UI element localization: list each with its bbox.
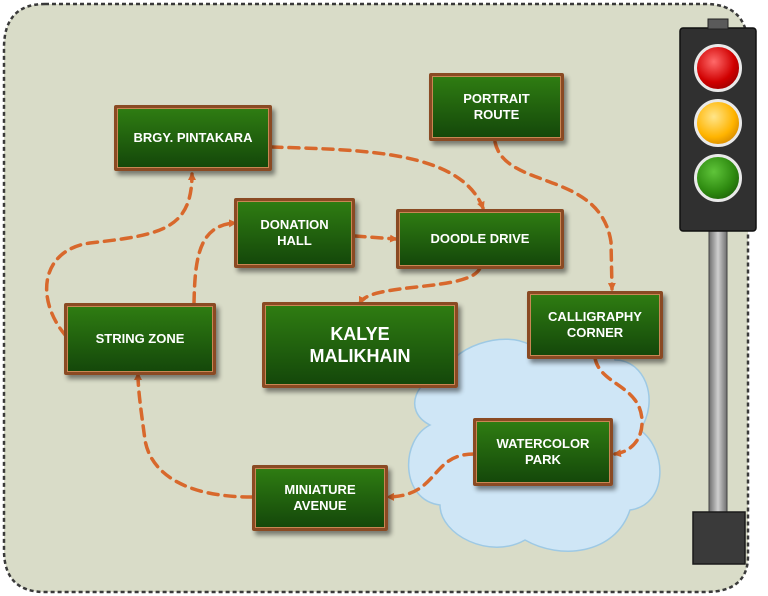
node-donation-hall: DONATION HALL [234,198,355,268]
edge-miniature-to-string [134,372,254,499]
traffic-light-base [692,511,746,565]
traffic-light-red [694,44,742,92]
edge-string-to-donation [192,219,237,305]
edge-watercolor-to-miniature [386,452,476,501]
edges-group [44,140,644,501]
node-doodle-drive: DOODLE DRIVE [396,209,564,269]
node-string-zone: STRING ZONE [64,303,216,375]
traffic-light-yellow [694,99,742,147]
node-portrait-route: PORTRAIT ROUTE [429,73,564,141]
edge-doodle-to-kalye [358,266,482,305]
node-watercolor-park: WATERCOLOR PARK [473,418,613,486]
traffic-light-cap [707,18,729,30]
node-miniature-avenue: MINIATURE AVENUE [252,465,388,531]
edge-string-to-brgy [44,172,196,338]
traffic-light-green [694,154,742,202]
node-calligraphy-corner: CALLIGRAPHY CORNER [527,291,663,359]
node-kalye-malikhain: KALYE MALIKHAIN [262,302,458,388]
edge-portrait-to-calligraphy [493,140,616,291]
node-brgy-pintakara: BRGY. PINTAKARA [114,105,272,171]
traffic-light-pole [708,227,728,519]
edge-donation-to-doodle [353,234,398,243]
edge-calligraphy-to-watercolor [593,356,644,458]
edge-brgy-to-doodle [270,145,485,210]
